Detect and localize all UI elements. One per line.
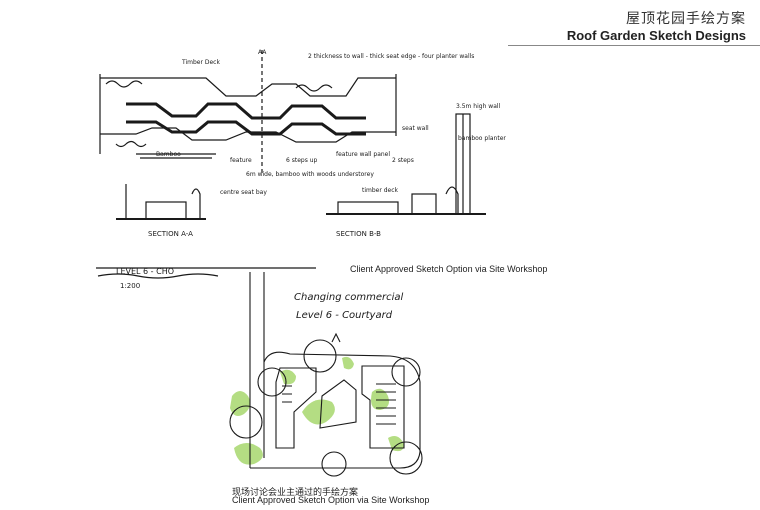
- bottom-sketch-caption-cn: 现场讨论会业主通过的手绘方案: [232, 487, 359, 497]
- note-bamboo-planter: bamboo planter: [458, 135, 506, 142]
- top-sketch-caption: Client Approved Sketch Option via Site W…: [350, 264, 548, 274]
- note-centre: centre seat bay: [220, 189, 267, 196]
- note-seat-wall: seat wall: [402, 125, 429, 132]
- bottom-sketch-caption-en: Client Approved Sketch Option via Site W…: [232, 495, 430, 505]
- page-title-en: Roof Garden Sketch Designs: [566, 28, 746, 43]
- note-feature-wall: feature wall panel: [336, 151, 390, 158]
- note-timber-deck-lower: timber deck: [362, 187, 399, 194]
- note-scale: 1:200: [120, 282, 140, 290]
- note-feature: feature: [230, 157, 252, 164]
- note-two-steps: 2 steps: [392, 157, 414, 164]
- handwritten-line2: Level 6 - Courtyard: [296, 310, 393, 321]
- page-title-cn: 屋顶花园手绘方案: [626, 10, 746, 26]
- note-grass-wide: 6m wide, bamboo with woods understorey: [246, 171, 374, 178]
- note-aa: AA: [258, 49, 267, 56]
- note-level: LEVEL 6 - CHO: [116, 267, 174, 276]
- title-divider: [508, 45, 760, 46]
- note-section-aa: SECTION A-A: [148, 230, 193, 238]
- top-sketch-drawing: Timber Deck AA 2 thickness to wall - thi…: [96, 49, 506, 290]
- note-thickness: 2 thickness to wall - thick seat edge - …: [308, 53, 474, 60]
- note-bamboo: Bamboo: [156, 151, 181, 158]
- bottom-sketch-drawing: Changing commercial Level 6 - Courtyard: [229, 272, 423, 477]
- note-steps-up: 6 steps up: [286, 157, 318, 164]
- note-height-wall: 3.5m high wall: [456, 103, 501, 110]
- note-section-bb: SECTION B-B: [336, 230, 381, 238]
- handwritten-line1: Changing commercial: [294, 292, 404, 303]
- note-timber-deck: Timber Deck: [181, 59, 220, 66]
